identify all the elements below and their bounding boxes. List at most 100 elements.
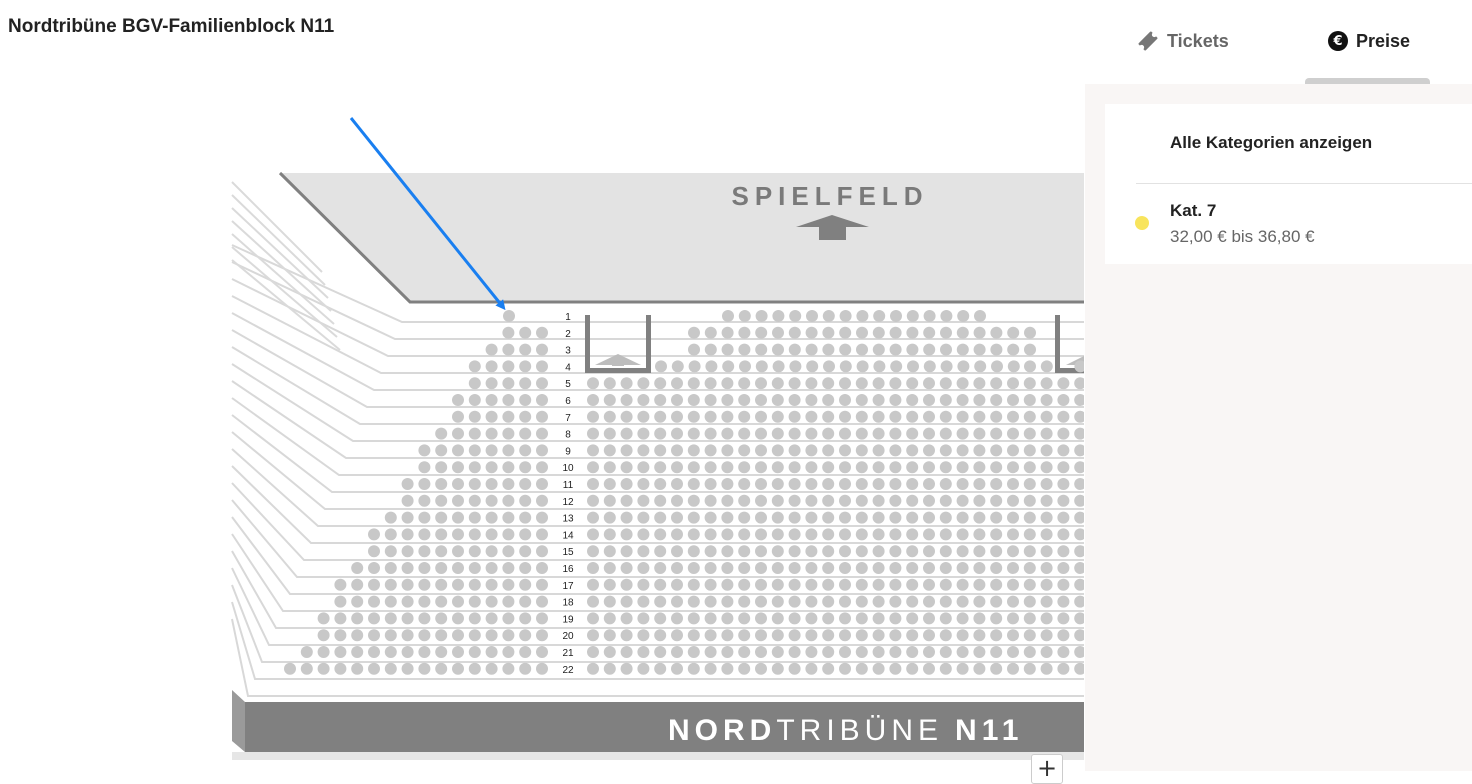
seat[interactable] xyxy=(822,511,835,524)
seat[interactable] xyxy=(973,377,986,390)
seat[interactable] xyxy=(502,394,515,406)
seat[interactable] xyxy=(435,427,448,440)
seat[interactable] xyxy=(721,562,734,574)
seat[interactable] xyxy=(637,478,650,490)
seat[interactable] xyxy=(704,461,717,474)
seat[interactable] xyxy=(721,629,734,642)
seat[interactable] xyxy=(839,646,851,658)
seat[interactable] xyxy=(687,612,700,625)
seat[interactable] xyxy=(788,478,801,490)
seat[interactable] xyxy=(485,360,498,373)
seat[interactable] xyxy=(872,494,885,507)
seat[interactable] xyxy=(536,545,548,558)
seat[interactable] xyxy=(1007,595,1019,608)
seat[interactable] xyxy=(1057,545,1070,558)
seat[interactable] xyxy=(687,461,700,474)
seat[interactable] xyxy=(839,360,852,373)
seat[interactable] xyxy=(435,528,448,541)
seat[interactable] xyxy=(738,394,751,406)
seat[interactable] xyxy=(1074,545,1084,558)
seat[interactable] xyxy=(485,562,498,574)
seat[interactable] xyxy=(855,578,868,591)
seat[interactable] xyxy=(468,612,481,625)
seat[interactable] xyxy=(671,427,683,440)
seat[interactable] xyxy=(468,511,481,524)
seat[interactable] xyxy=(1040,629,1053,642)
seat[interactable] xyxy=(452,646,464,658)
seat[interactable] xyxy=(738,326,751,339)
seat[interactable] xyxy=(755,662,767,675)
seat[interactable] xyxy=(755,511,767,524)
seat[interactable] xyxy=(603,461,616,474)
seat[interactable] xyxy=(906,444,919,457)
seat[interactable] xyxy=(923,444,935,457)
seat[interactable] xyxy=(452,662,464,675)
seat[interactable] xyxy=(687,444,700,457)
seat[interactable] xyxy=(704,478,717,490)
seat[interactable] xyxy=(671,629,683,642)
seat[interactable] xyxy=(738,511,751,524)
seat[interactable] xyxy=(401,595,414,608)
seat[interactable] xyxy=(990,528,1003,541)
seat[interactable] xyxy=(502,562,515,574)
seat[interactable] xyxy=(956,662,969,675)
seat[interactable] xyxy=(906,612,919,625)
seat[interactable] xyxy=(906,310,919,322)
seat[interactable] xyxy=(587,444,599,457)
seat[interactable] xyxy=(755,461,767,474)
seat[interactable] xyxy=(805,461,818,474)
seat[interactable] xyxy=(1007,444,1019,457)
seat[interactable] xyxy=(923,646,935,658)
seat[interactable] xyxy=(805,595,818,608)
seat[interactable] xyxy=(1074,394,1084,406)
seat[interactable] xyxy=(687,578,700,591)
seat[interactable] xyxy=(990,343,1003,356)
seat[interactable] xyxy=(351,646,364,658)
seat[interactable] xyxy=(704,494,717,507)
seat[interactable] xyxy=(502,360,515,373)
seat[interactable] xyxy=(939,662,952,675)
seat[interactable] xyxy=(485,478,498,490)
seat[interactable] xyxy=(485,377,498,390)
seat[interactable] xyxy=(973,343,986,356)
seat[interactable] xyxy=(468,478,481,490)
seat[interactable] xyxy=(788,394,801,406)
seat[interactable] xyxy=(839,410,851,423)
seat[interactable] xyxy=(603,578,616,591)
seat[interactable] xyxy=(822,612,835,625)
seat[interactable] xyxy=(351,612,364,625)
seat[interactable] xyxy=(401,528,414,541)
seat[interactable] xyxy=(485,461,498,474)
seat[interactable] xyxy=(654,629,667,642)
seat[interactable] xyxy=(923,343,936,356)
seat[interactable] xyxy=(536,494,548,507)
seat[interactable] xyxy=(502,478,515,490)
seat[interactable] xyxy=(519,394,532,406)
seat[interactable] xyxy=(805,578,818,591)
seat[interactable] xyxy=(687,662,700,675)
seat[interactable] xyxy=(704,595,717,608)
seat[interactable] xyxy=(620,478,633,490)
seat[interactable] xyxy=(519,478,532,490)
seat[interactable] xyxy=(973,494,986,507)
seat[interactable] xyxy=(906,494,919,507)
seat[interactable] xyxy=(1074,595,1084,608)
seat[interactable] xyxy=(940,343,952,356)
seat[interactable] xyxy=(889,612,902,625)
seat[interactable] xyxy=(738,612,751,625)
seat[interactable] xyxy=(688,343,700,356)
seat[interactable] xyxy=(620,629,633,642)
seat[interactable] xyxy=(368,612,380,625)
seat[interactable] xyxy=(906,629,919,642)
seat[interactable] xyxy=(620,578,633,591)
seat[interactable] xyxy=(1040,662,1053,675)
seat[interactable] xyxy=(468,410,481,423)
seat[interactable] xyxy=(485,511,498,524)
seat[interactable] xyxy=(822,461,835,474)
seat[interactable] xyxy=(1057,427,1070,440)
seat[interactable] xyxy=(654,662,667,675)
seat[interactable] xyxy=(771,511,784,524)
seat[interactable] xyxy=(990,410,1003,423)
seat[interactable] xyxy=(839,595,851,608)
